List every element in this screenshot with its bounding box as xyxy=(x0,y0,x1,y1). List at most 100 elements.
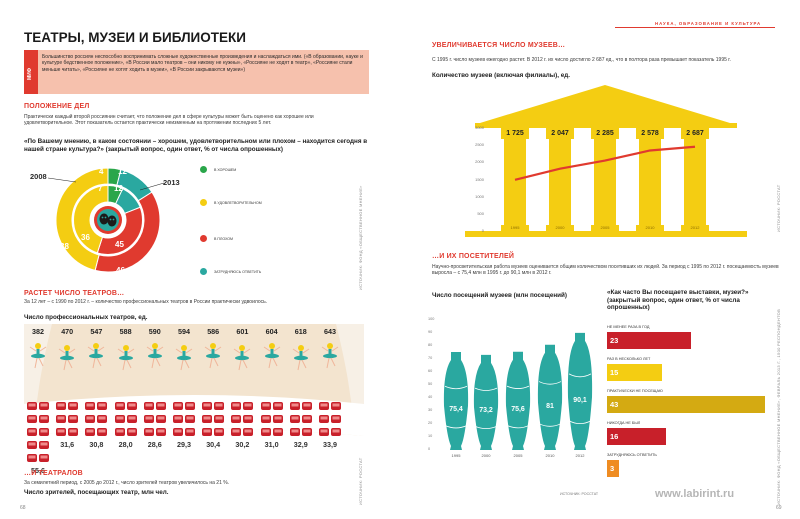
museums-source: ИСТОЧНИК: РОССТАТ xyxy=(776,184,781,232)
temple-base xyxy=(465,231,747,237)
audience-value-label: 30,8 xyxy=(89,440,104,449)
theater-seat-icon xyxy=(56,402,79,410)
exhibitions-bar: 16 xyxy=(607,428,666,445)
temple-architrave xyxy=(475,123,737,128)
audience-value-label: 28,0 xyxy=(118,440,133,449)
exhibitions-bar-label: ЗАТРУДНЯЮСЬ ОТВЕТИТЬ xyxy=(607,453,657,457)
theater-seat-icon xyxy=(114,428,137,436)
museum-value-label: 2 687 xyxy=(686,130,704,137)
page-number-left: 68 xyxy=(20,505,26,511)
visitors-y-tick: 30 xyxy=(428,408,433,412)
museum-y-tick: 1500 xyxy=(475,176,484,182)
audience-chart-title: Число зрителей, посещающих театр, млн че… xyxy=(24,489,169,496)
donut-inner-satisfactory: 45 xyxy=(115,240,124,249)
theater-seat-icon xyxy=(289,428,312,436)
theater-seat-icon xyxy=(27,428,49,436)
theaters-chart-title: Число профессиональных театров, ед. xyxy=(24,314,148,321)
museums-text: С 1995 г. число музеев ежегодно растет. … xyxy=(432,57,731,63)
vase-stripe xyxy=(568,420,592,425)
ballerina-icon xyxy=(146,343,164,369)
column-capital xyxy=(636,128,664,139)
culture-donut-chart xyxy=(55,167,161,273)
theater-seat-icon xyxy=(27,454,49,462)
page-title: ТЕАТРЫ, МУЗЕИ И БИБЛИОТЕКИ xyxy=(24,30,246,45)
theater-seat-icon xyxy=(85,402,108,410)
museum-vase-bar xyxy=(537,344,563,450)
exhibitions-question: «Как часто Вы посещаете выставки, музеи?… xyxy=(607,289,749,311)
year-2013-label: 2013 xyxy=(163,178,180,187)
theater-count-label: 470 xyxy=(61,327,74,336)
myth-text: Большинство россиян неспособно восприним… xyxy=(42,54,363,73)
donut-outer-hard: 12 xyxy=(118,167,127,176)
theater-seat-icon xyxy=(319,415,341,423)
vase-stripe xyxy=(444,385,468,390)
ballerina-icon xyxy=(292,345,310,371)
donut-outer-satisfactory: 46 xyxy=(116,266,125,275)
year-2013-pointer xyxy=(140,182,165,191)
theater-count-label: 590 xyxy=(148,327,161,336)
theater-count-label: 588 xyxy=(119,327,132,336)
theater-count-label: 643 xyxy=(324,327,336,336)
museum-y-tick: 0 xyxy=(481,228,484,233)
ballerina-icon xyxy=(321,343,339,369)
vase-stripe xyxy=(474,387,498,391)
visitors-y-tick: 80 xyxy=(428,343,433,347)
column-capital xyxy=(591,128,619,139)
visitors-chart-title: Число посещений музеев (млн посещений) xyxy=(432,292,567,299)
exhibitions-bar-label: НЕ МЕНЕЕ РАЗА В ГОД xyxy=(607,325,650,329)
theater-count-label: 594 xyxy=(178,327,190,336)
column-capital xyxy=(501,128,529,139)
theater-seat-icon xyxy=(27,415,49,423)
museum-value-label: 2 285 xyxy=(596,130,614,137)
visitors-year-label: 2000 xyxy=(481,453,491,458)
visitors-y-tick: 20 xyxy=(428,421,433,425)
museum-column-bar xyxy=(504,139,526,231)
visitors-value-label: 81 xyxy=(546,402,554,410)
museum-year-label: 1995 xyxy=(511,225,521,230)
donut-outer-good: 4 xyxy=(99,167,104,176)
page-number-right: 69 xyxy=(776,505,782,511)
ballerina-icon xyxy=(204,343,222,369)
museums-heading: УВЕЛИЧИВАЕТСЯ ЧИСЛО МУЗЕЕВ… xyxy=(432,42,566,49)
museum-column-bar xyxy=(684,139,706,231)
museum-year-label: 2000 xyxy=(556,225,566,230)
myth-tag xyxy=(24,50,38,94)
legend-satisfactory: В УДОВЛЕТВОРИТЕЛЬНОМ xyxy=(214,201,262,205)
visitors-y-tick: 50 xyxy=(428,382,433,386)
theater-seat-icon xyxy=(143,428,166,436)
myth-tag-label: МИФ xyxy=(27,67,33,80)
audience-value-label: 32,9 xyxy=(293,440,308,449)
museum-y-tick: 2000 xyxy=(475,159,484,165)
exhibitions-bar: 43 xyxy=(607,396,765,413)
visitors-vase-chart xyxy=(443,332,593,450)
theater-seat-icon xyxy=(27,402,49,410)
theater-count-label: 618 xyxy=(294,327,307,336)
column-base xyxy=(636,225,664,231)
donut-ring-separator xyxy=(72,184,144,256)
museum-vase-bar xyxy=(473,354,499,450)
exhibitions-bar: 23 xyxy=(607,332,692,349)
museum-column-bar xyxy=(639,139,661,231)
situation-source: ИСТОЧНИК: ФОНД «ОБЩЕСТВЕННОЕ МНЕНИЕ» xyxy=(358,185,363,290)
exhibitions-bar-label: РАЗ В НЕСКОЛЬКО ЛЕТ xyxy=(607,357,651,361)
theater-seat-icon xyxy=(319,402,341,410)
vase-stripe xyxy=(474,425,498,429)
theater-count-label: 604 xyxy=(265,327,278,336)
museum-vase-bar xyxy=(567,332,593,450)
visitors-value-label: 90,1 xyxy=(573,397,587,405)
theater-seat-icon xyxy=(114,402,137,410)
donut-inner-bad: 36 xyxy=(81,233,90,242)
theater-seat-icon xyxy=(202,415,225,423)
museum-y-tick: 500 xyxy=(477,210,484,216)
museum-year-label: 2012 xyxy=(691,225,701,230)
column-base xyxy=(591,225,619,231)
situation-question: «По Вашему мнению, в каком состоянии – х… xyxy=(24,138,368,153)
museums-chart-title: Количество музеев (включая филиалы), ед. xyxy=(432,72,571,79)
ballerina-icon xyxy=(175,345,193,371)
column-capital xyxy=(681,128,709,139)
visitors-y-tick: 10 xyxy=(428,434,433,438)
audience-value-label: 31,6 xyxy=(60,440,75,449)
theaters-text: За 12 лет – с 1990 по 2012 г. – количест… xyxy=(24,299,268,305)
ballerina-icon xyxy=(29,343,47,369)
visitors-year-label: 2012 xyxy=(575,453,585,458)
